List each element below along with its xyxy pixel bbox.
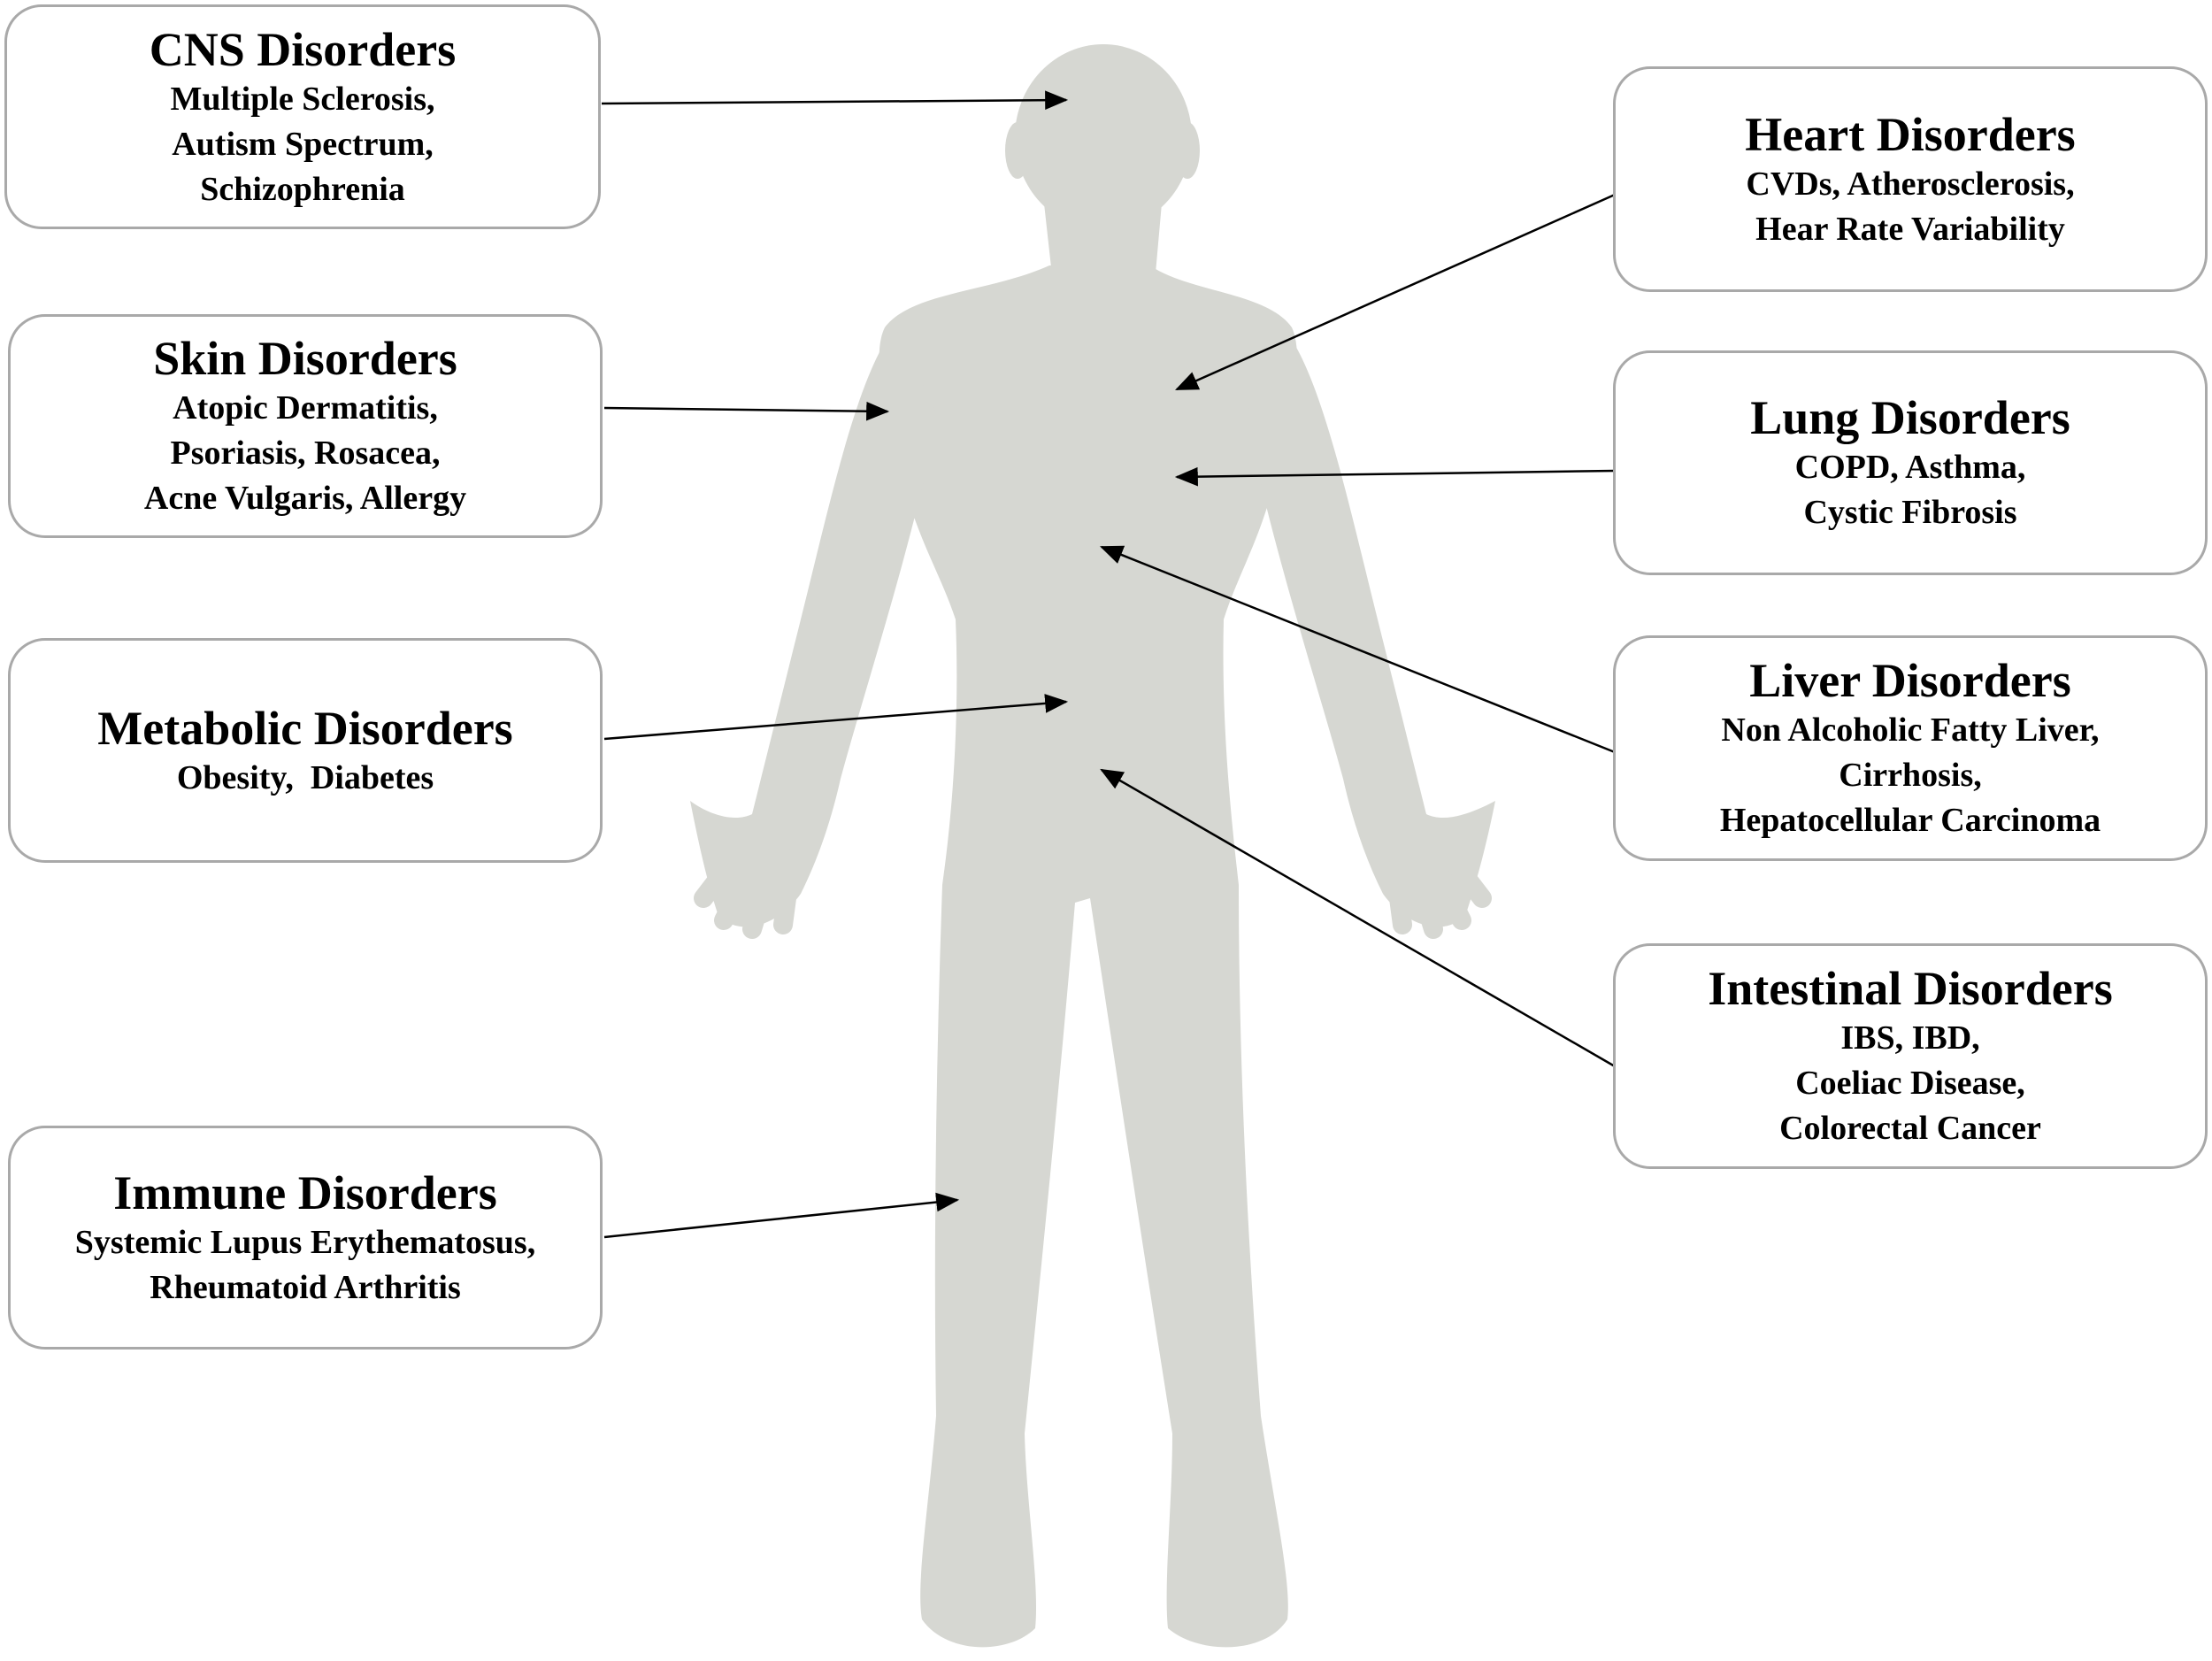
immune-disorders-line: Rheumatoid Arthritis — [150, 1268, 461, 1306]
liver-disorders-box: Liver Disorders Non Alcoholic Fatty Live… — [1613, 635, 2208, 861]
immune-disorders-line: Systemic Lupus Erythematosus, — [74, 1223, 536, 1261]
intestinal-disorders-line: IBS, IBD, — [1840, 1019, 1980, 1057]
heart-disorders-title: Heart Disorders — [1745, 107, 2076, 161]
torso-legs-shape — [879, 265, 1297, 1648]
left-arm-shape — [690, 327, 938, 927]
heart-disorders-line: CVDs, Atherosclerosis, — [1746, 165, 2075, 203]
immune-disorders-title: Immune Disorders — [113, 1165, 497, 1219]
human-body-silhouette — [690, 44, 1495, 1648]
cns-disorders-title: CNS Disorders — [149, 22, 457, 76]
intestinal-disorders-box: Intestinal Disorders IBS, IBD, Coeliac D… — [1613, 943, 2208, 1169]
liver-disorders-line: Non Alcoholic Fatty Liver, — [1721, 711, 2100, 749]
metabolic-disorders-line: Obesity, Diabetes — [176, 758, 434, 796]
skin-arrow — [603, 401, 890, 421]
heart-disorders-box: Heart Disorders CVDs, Atherosclerosis, H… — [1613, 66, 2208, 292]
heart-arrow — [1175, 193, 1616, 391]
right-arm-shape — [1246, 327, 1495, 927]
metabolic-disorders-title: Metabolic Disorders — [97, 701, 513, 755]
cns-disorders-box: CNS Disorders Multiple Sclerosis, Autism… — [4, 4, 601, 229]
skin-disorders-title: Skin Disorders — [153, 332, 457, 385]
immune-arrow — [603, 1192, 960, 1239]
heart-disorders-line: Hear Rate Variability — [1755, 210, 2065, 248]
immune-disorders-box: Immune Disorders Systemic Lupus Erythema… — [8, 1126, 603, 1350]
metabolic-disorders-box: Metabolic Disorders Obesity, Diabetes — [8, 638, 603, 863]
arrows — [601, 90, 1616, 1239]
head-shape — [1015, 44, 1192, 230]
skin-disorders-line: Acne Vulgaris, Allergy — [143, 480, 467, 517]
lung-disorders-title: Lung Disorders — [1750, 391, 2070, 444]
metabolic-arrow — [603, 694, 1069, 741]
lung-disorders-line: Cystic Fibrosis — [1803, 494, 2017, 531]
cns-disorders-line: Autism Spectrum, — [172, 125, 434, 163]
lung-arrow — [1174, 466, 1616, 487]
right-hand-fingers — [1384, 831, 1492, 939]
liver-disorders-line: Hepatocellular Carcinoma — [1719, 802, 2101, 839]
right-ear-shape — [1175, 122, 1200, 179]
intestinal-disorders-title: Intestinal Disorders — [1708, 962, 2113, 1015]
liver-arrow — [1099, 545, 1616, 754]
left-hand-fingers — [694, 831, 802, 939]
intestinal-arrow — [1100, 768, 1616, 1068]
intestinal-disorders-line: Coeliac Disease, — [1795, 1065, 2025, 1102]
skin-disorders-line: Psoriasis, Rosacea, — [170, 434, 441, 472]
lung-disorders-box: Lung Disorders COPD, Asthma, Cystic Fibr… — [1613, 350, 2208, 575]
skin-disorders-line: Atopic Dermatitis, — [173, 389, 438, 427]
intestinal-disorders-line: Colorectal Cancer — [1779, 1110, 2041, 1147]
cns-disorders-line: Multiple Sclerosis, — [170, 80, 435, 118]
liver-disorders-line: Cirrhosis, — [1839, 757, 1982, 794]
cns-disorders-line: Schizophrenia — [200, 170, 405, 208]
lung-disorders-line: COPD, Asthma, — [1794, 449, 2026, 486]
skin-disorders-box: Skin Disorders Atopic Dermatitis, Psoria… — [8, 314, 603, 538]
left-ear-shape — [1005, 122, 1030, 179]
cns-arrow — [601, 90, 1069, 111]
liver-disorders-title: Liver Disorders — [1749, 654, 2071, 707]
neck-shape — [1044, 204, 1162, 283]
